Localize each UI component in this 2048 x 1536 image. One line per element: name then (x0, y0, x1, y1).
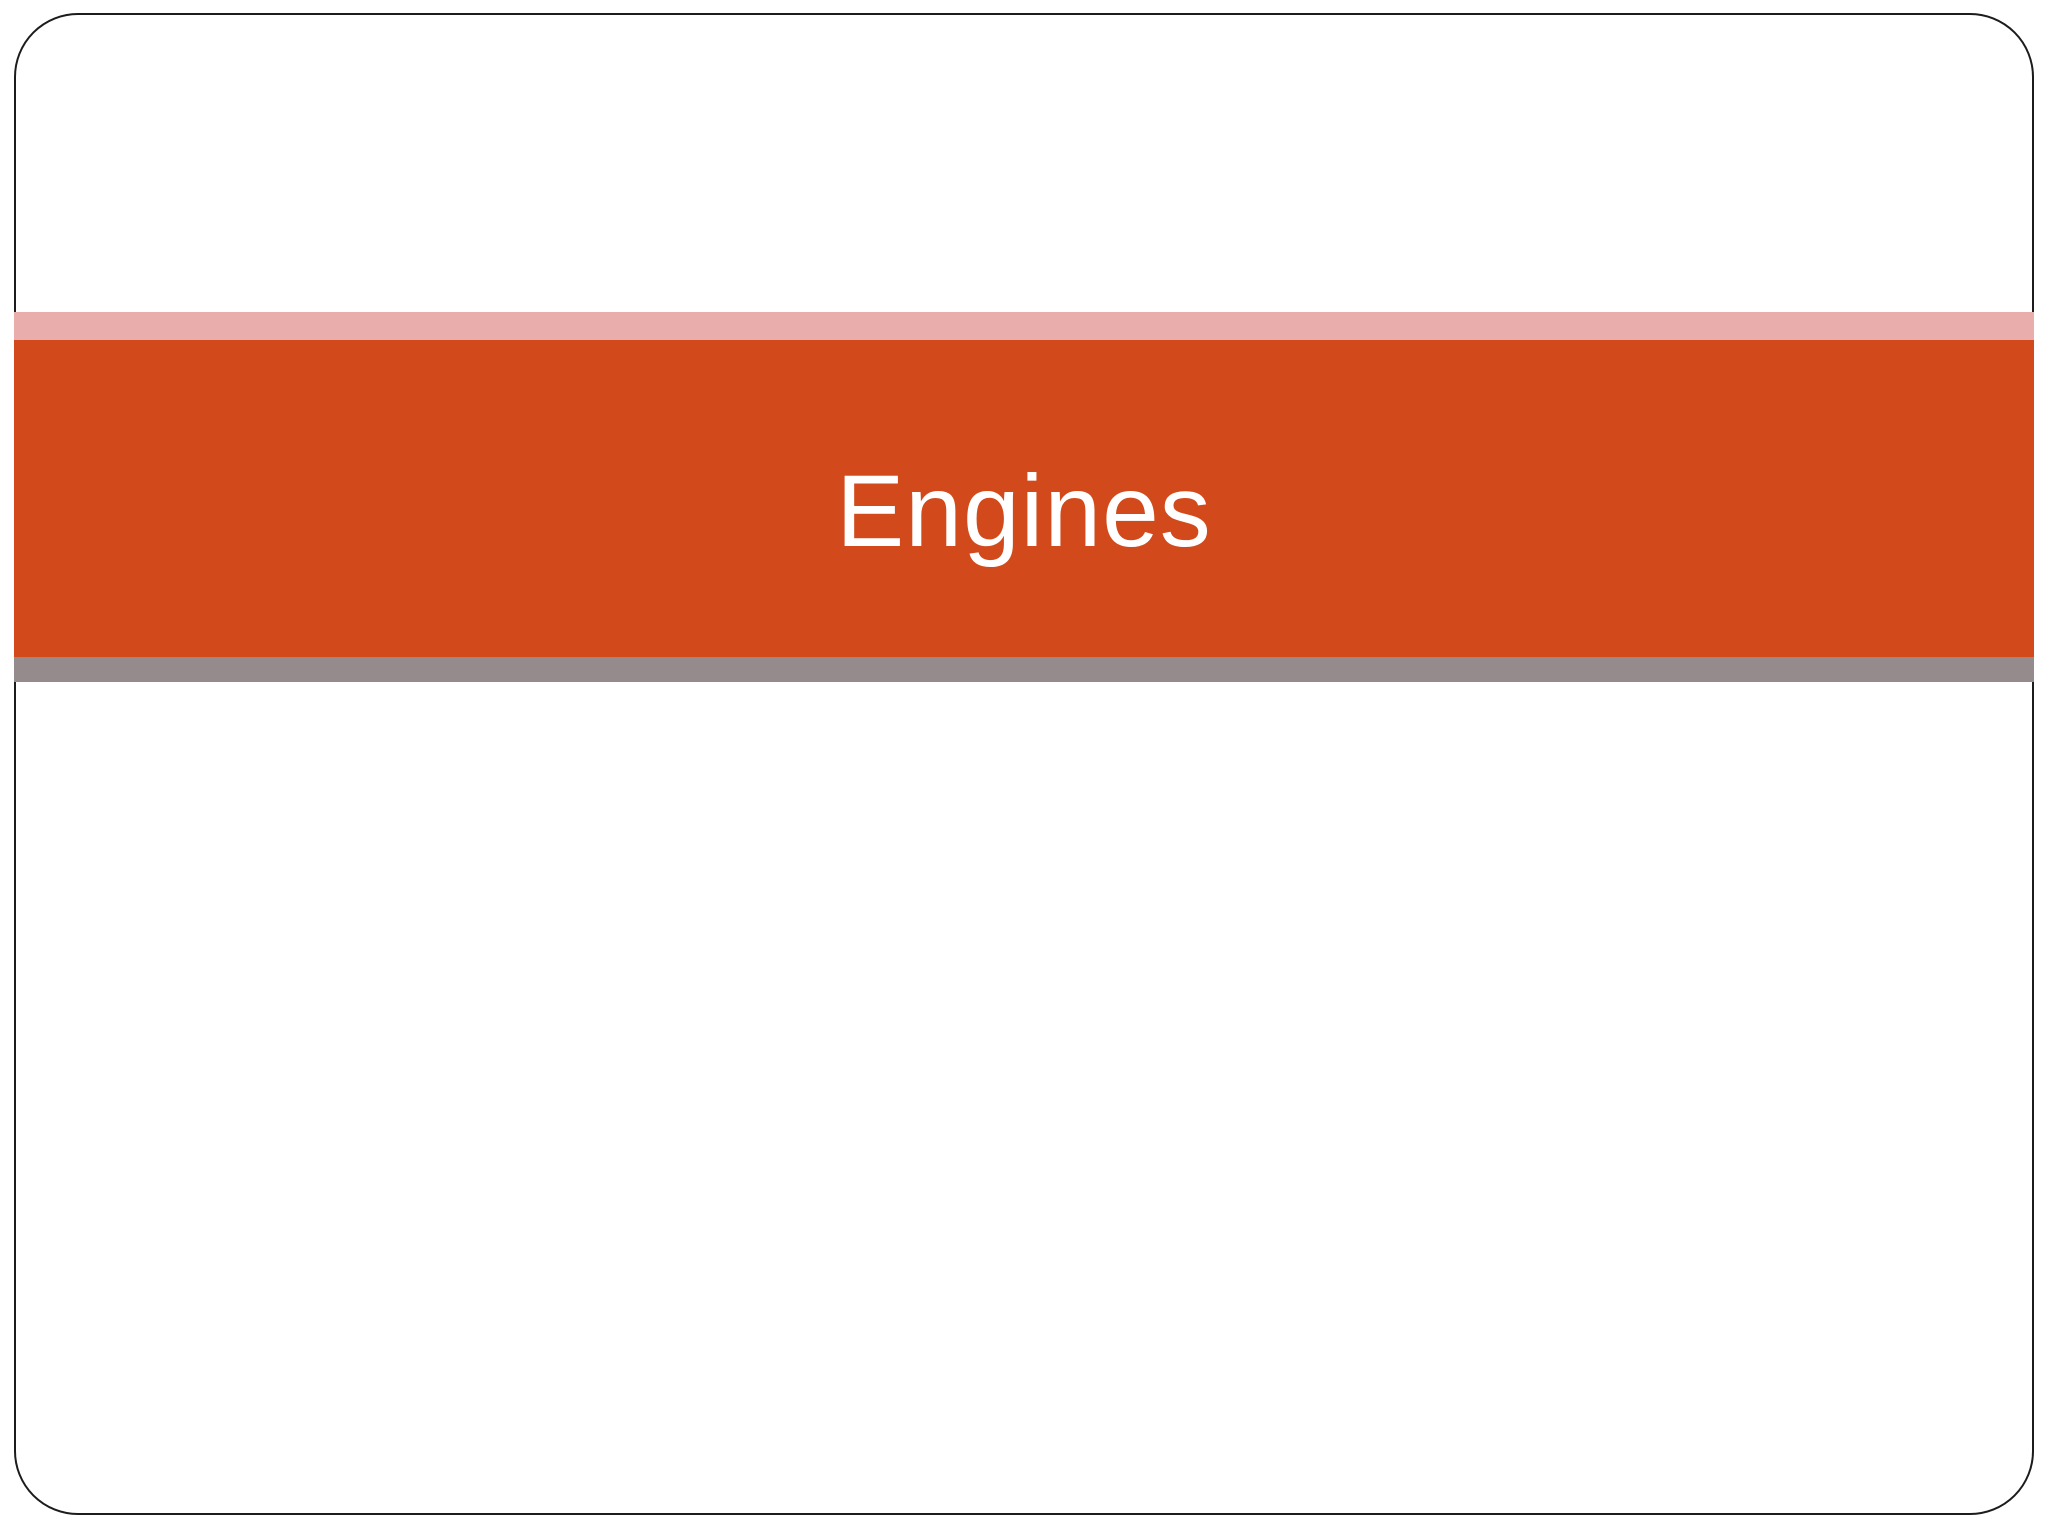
title-band: Engines (14, 340, 2034, 657)
banner-bottom-accent-strip (14, 657, 2034, 682)
title-banner: Engines (14, 312, 2034, 682)
slide-title: Engines (836, 453, 1212, 568)
banner-top-accent-strip (14, 312, 2034, 340)
slide-border-frame (14, 13, 2034, 1515)
